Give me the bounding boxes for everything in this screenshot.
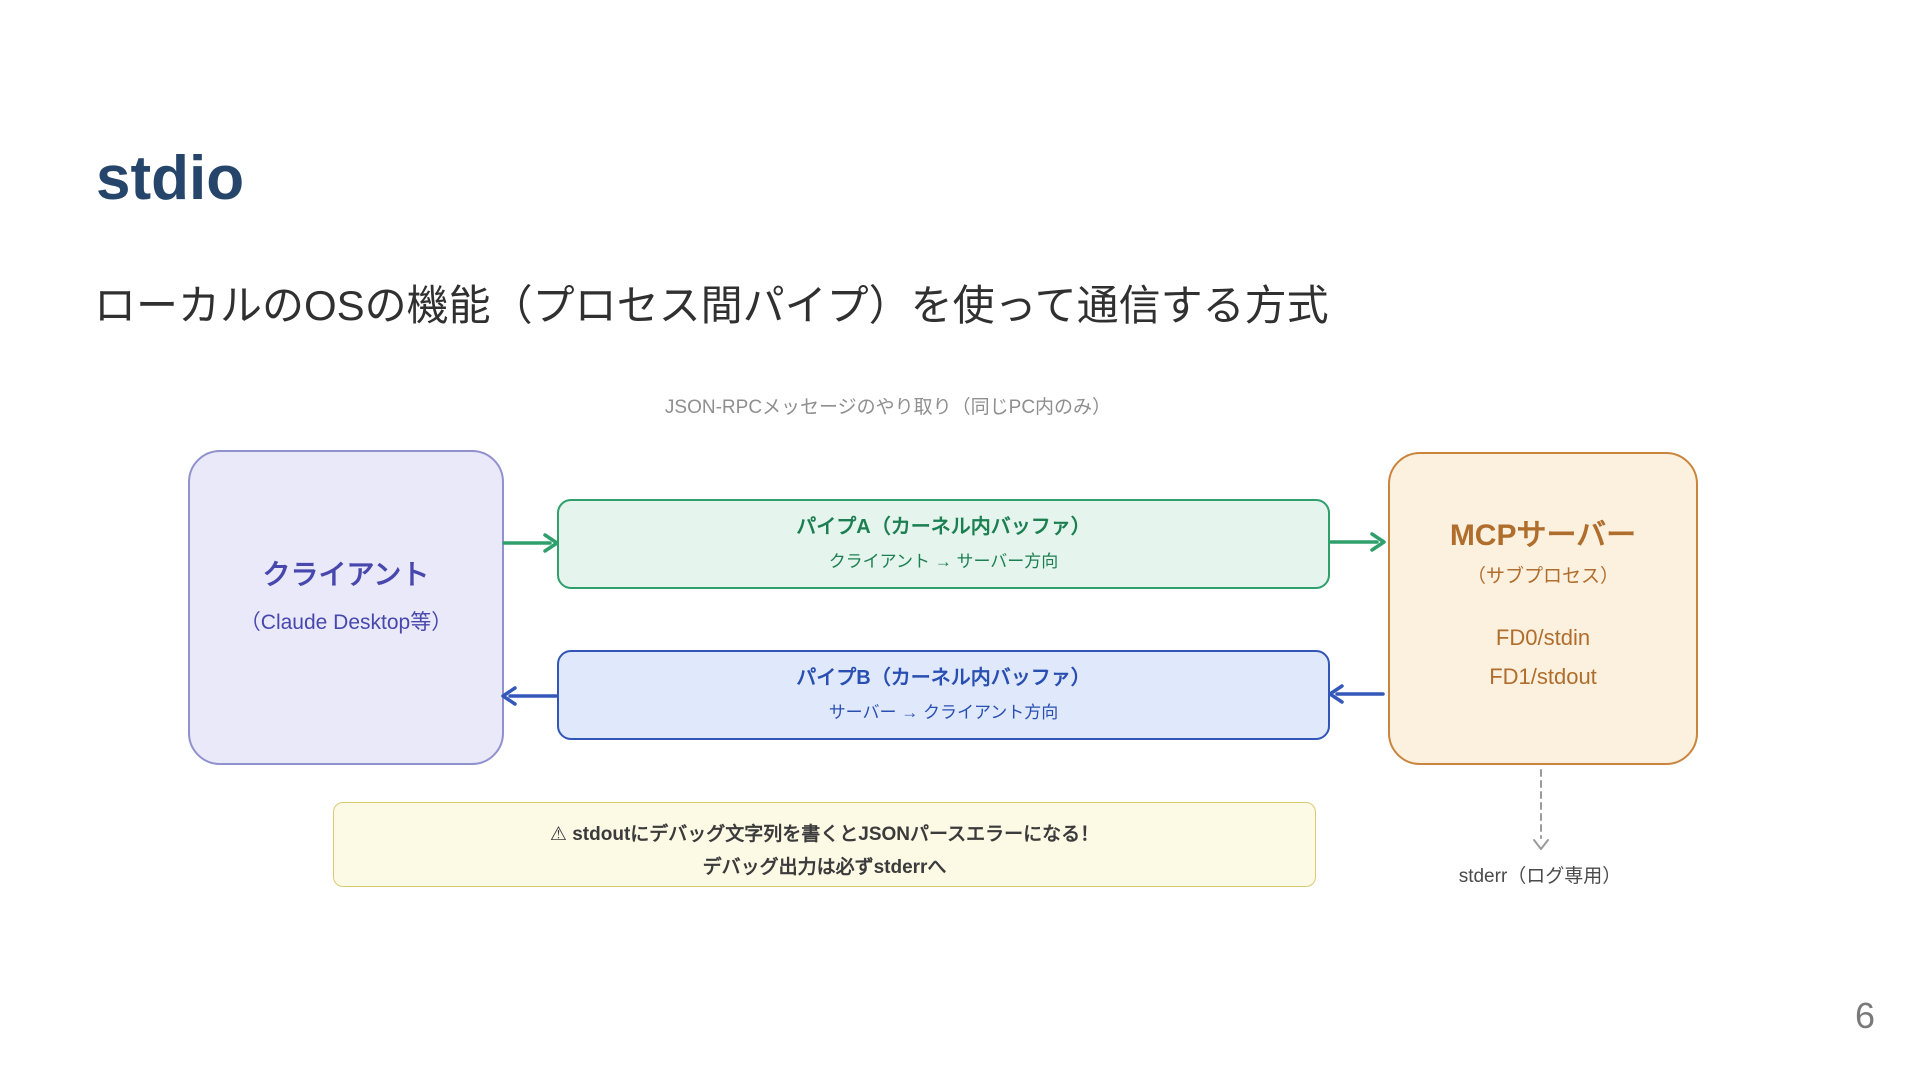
- slide-subtitle: ローカルのOSの機能（プロセス間パイプ）を使って通信する方式: [94, 282, 1329, 329]
- pipe-a-title: パイプA（カーネル内バッファ）: [796, 516, 1091, 539]
- client-box-subtitle: （Claude Desktop等）: [239, 610, 453, 634]
- slide-title: stdio: [96, 144, 245, 213]
- client-to-pipe-a-arrow: [502, 533, 559, 553]
- pipe-b-direction-label: サーバー → クライアント方向: [828, 703, 1059, 723]
- pipe-a-to-server-arrow: [1329, 532, 1386, 552]
- pipe-b-title: パイプB（カーネル内バッファ）: [796, 667, 1091, 690]
- pipe-a-box: パイプA（カーネル内バッファ） クライアント → サーバー方向: [557, 499, 1330, 589]
- warning-line-1: ⚠ stdoutにデバッグ文字列を書くとJSONパースエラーになる！: [549, 824, 1100, 845]
- pipe-b-box: パイプB（カーネル内バッファ） サーバー → クライアント方向: [557, 650, 1330, 740]
- stderr-log-label: stderr（ログ専用）: [1458, 866, 1622, 887]
- server-to-stderr-dashed-arrow: [1533, 769, 1549, 850]
- pipe-a-direction-label: クライアント → サーバー方向: [828, 552, 1059, 572]
- fd0-stdin-label: FD0/stdin: [1495, 624, 1591, 650]
- pipe-b-to-client-arrow: [501, 686, 558, 706]
- fd1-stdout-label: FD1/stdout: [1489, 664, 1597, 690]
- client-box: クライアント （Claude Desktop等）: [188, 450, 504, 765]
- warning-line-2: デバッグ出力は必ずstderrへ: [702, 856, 947, 878]
- page-number: 6: [1855, 995, 1876, 1036]
- mcp-server-title: MCPサーバー: [1449, 519, 1637, 552]
- server-to-pipe-b-arrow: [1328, 684, 1385, 704]
- mcp-server-subtitle: （サブプロセス）: [1466, 566, 1619, 587]
- warning-box: ⚠ stdoutにデバッグ文字列を書くとJSONパースエラーになる！ デバッグ出…: [333, 802, 1316, 887]
- json-rpc-exchange-label: JSON-RPCメッセージのやり取り（同じPC内のみ）: [664, 397, 1112, 418]
- client-box-title: クライアント: [262, 559, 430, 590]
- mcp-server-box: MCPサーバー （サブプロセス） FD0/stdin FD1/stdout: [1388, 452, 1698, 765]
